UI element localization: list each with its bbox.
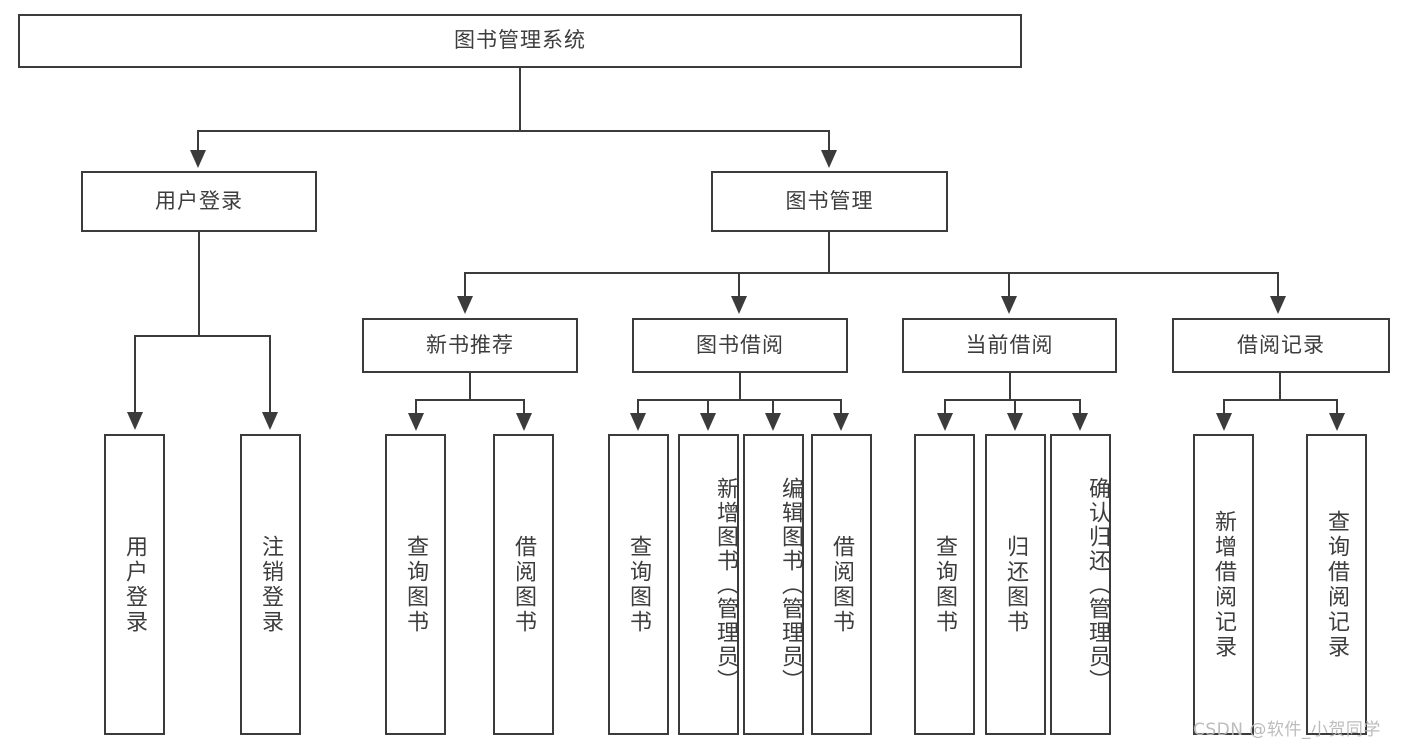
node-label: 确认归还（管理员）	[1085, 476, 1110, 693]
leaf-confirm-return-admin[interactable]: 确认归还（管理员）	[1050, 434, 1111, 735]
node-label: 当前借阅	[965, 332, 1054, 357]
leaf-borrow-book-borrow[interactable]: 借阅图书	[811, 434, 872, 735]
leaf-query-borrow-record[interactable]: 查询借阅记录	[1306, 434, 1367, 735]
connector-book-borrow-bus	[637, 399, 842, 401]
node-label: 查询借阅记录	[1324, 509, 1350, 660]
arrowhead-return-book	[1007, 413, 1023, 431]
connector-borrow-record-drop-1	[1223, 399, 1225, 415]
arrowhead-add-book	[700, 413, 716, 431]
arrowhead-to-book-mgmt	[821, 150, 837, 168]
node-new-book-recommend[interactable]: 新书推荐	[362, 318, 578, 373]
arrowhead-leaf-user-login	[127, 412, 143, 430]
arrowhead-current-borrow	[1001, 296, 1017, 314]
node-label: 查询图书	[403, 534, 429, 635]
connector-user-login-drop-2	[269, 335, 271, 415]
leaf-return-book[interactable]: 归还图书	[985, 434, 1046, 735]
node-label: 注销登录	[258, 534, 284, 635]
arrowhead-borrow-book-b	[833, 413, 849, 431]
leaf-query-book-current[interactable]: 查询图书	[914, 434, 975, 735]
connector-root-bus	[197, 130, 830, 132]
arrowhead-borrow-record	[1270, 296, 1286, 314]
node-book-management[interactable]: 图书管理	[711, 171, 948, 232]
node-label: 借阅图书	[829, 534, 855, 635]
node-label: 图书管理系统	[454, 28, 586, 53]
leaf-add-borrow-record[interactable]: 新增借阅记录	[1193, 434, 1254, 735]
arrowhead-add-borrow-record	[1216, 413, 1232, 431]
node-label: 查询图书	[932, 534, 958, 635]
connector-book-borrow-drop-4	[840, 399, 842, 415]
connector-current-borrow-drop-1	[944, 399, 946, 415]
arrowhead-confirm-return	[1072, 413, 1088, 431]
connector-book-mgmt-drop-1	[464, 272, 466, 298]
connector-current-borrow-bus	[944, 399, 1081, 401]
leaf-borrow-book-recommend[interactable]: 借阅图书	[493, 434, 554, 735]
node-label: 查询图书	[626, 534, 652, 635]
arrowhead-query-book-a	[408, 413, 424, 431]
node-label: 图书借阅	[696, 332, 784, 357]
connector-borrow-record-drop-2	[1336, 399, 1338, 415]
arrowhead-edit-book	[765, 413, 781, 431]
node-borrow-record[interactable]: 借阅记录	[1172, 318, 1390, 373]
connector-book-mgmt-bus	[464, 272, 1278, 274]
connector-current-borrow-drop-2	[1014, 399, 1016, 415]
connector-book-borrow-drop-2	[707, 399, 709, 415]
arrowhead-query-book-b	[630, 413, 646, 431]
node-label: 图书管理	[785, 188, 874, 213]
connector-borrow-record-bus	[1223, 399, 1338, 401]
node-label: 新增图书（管理员）	[713, 476, 738, 693]
connector-borrow-record-stem	[1279, 373, 1281, 401]
connector-book-mgmt-stem	[828, 232, 830, 274]
node-label: 新书推荐	[426, 332, 514, 357]
leaf-logout[interactable]: 注销登录	[240, 434, 301, 735]
arrowhead-leaf-logout	[262, 412, 278, 430]
connector-book-borrow-stem	[739, 373, 741, 401]
node-label: 编辑图书（管理员）	[778, 476, 803, 693]
arrowhead-book-borrow	[731, 296, 747, 314]
leaf-query-book-borrow[interactable]: 查询图书	[608, 434, 669, 735]
connector-book-borrow-drop-3	[772, 399, 774, 415]
leaf-edit-book-admin[interactable]: 编辑图书（管理员）	[743, 434, 804, 735]
node-label: 用户登录	[122, 534, 148, 635]
connector-root-stem	[519, 68, 521, 131]
arrowhead-to-user-login	[190, 150, 206, 168]
connector-user-login-drop-1	[134, 335, 136, 415]
node-label: 新增借阅记录	[1211, 509, 1237, 660]
connector-book-mgmt-drop-3	[1008, 272, 1010, 298]
connector-new-book-drop-2	[523, 399, 525, 415]
node-user-login[interactable]: 用户登录	[81, 171, 317, 232]
connector-new-book-stem	[469, 373, 471, 401]
arrowhead-new-book-recommend	[457, 296, 473, 314]
connector-user-login-bus	[134, 335, 271, 337]
connector-root-to-book-mgmt	[828, 130, 830, 152]
node-root-system[interactable]: 图书管理系统	[18, 14, 1022, 68]
node-label: 用户登录	[155, 188, 243, 213]
arrowhead-query-book-c	[937, 413, 953, 431]
node-label: 归还图书	[1003, 534, 1029, 635]
connector-new-book-drop-1	[415, 399, 417, 415]
connector-book-mgmt-drop-2	[738, 272, 740, 298]
connector-root-to-user-login	[197, 130, 199, 152]
connector-book-borrow-drop-1	[637, 399, 639, 415]
leaf-add-book-admin[interactable]: 新增图书（管理员）	[678, 434, 739, 735]
node-current-borrow[interactable]: 当前借阅	[902, 318, 1117, 373]
node-label: 借阅记录	[1237, 332, 1325, 357]
node-book-borrow[interactable]: 图书借阅	[632, 318, 848, 373]
connector-current-borrow-stem	[1009, 373, 1011, 401]
connector-current-borrow-drop-3	[1079, 399, 1081, 415]
connector-book-mgmt-drop-4	[1277, 272, 1279, 298]
connector-user-login-stem	[198, 232, 200, 336]
csdn-watermark: CSDN @软件_小贺同学	[1193, 720, 1381, 740]
arrowhead-query-borrow-record	[1329, 413, 1345, 431]
leaf-user-login[interactable]: 用户登录	[104, 434, 165, 735]
leaf-query-book-recommend[interactable]: 查询图书	[385, 434, 446, 735]
connector-new-book-bus	[415, 399, 525, 401]
arrowhead-borrow-book-a	[516, 413, 532, 431]
node-label: 借阅图书	[511, 534, 537, 635]
